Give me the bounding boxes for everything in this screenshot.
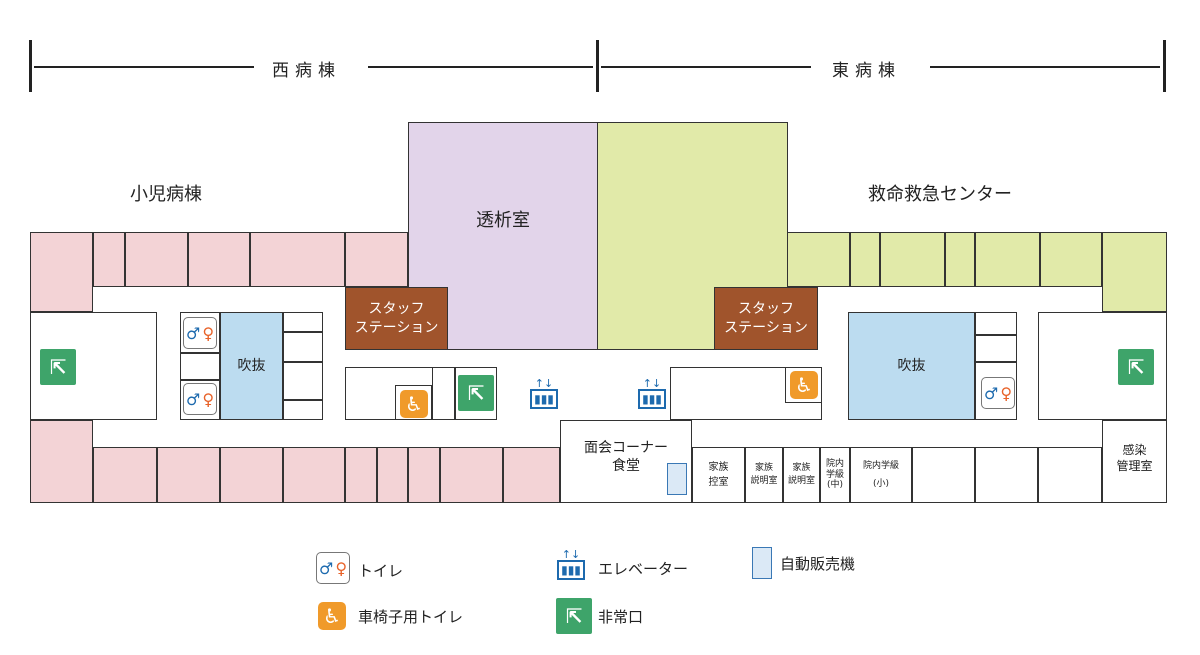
family-explanation-room: 家族 説明室	[745, 447, 783, 503]
room	[1102, 232, 1167, 312]
room	[220, 447, 283, 503]
divider	[29, 40, 32, 92]
room	[345, 447, 377, 503]
east-arrow	[930, 66, 1160, 68]
school-elementary: 院内学級 (小)	[850, 447, 912, 503]
room	[787, 232, 850, 287]
room	[408, 447, 440, 503]
room	[283, 332, 323, 362]
wheelchair-toilet-icon: ♿	[400, 390, 428, 418]
room	[188, 232, 250, 287]
room	[283, 400, 323, 420]
room	[975, 232, 1040, 287]
room	[283, 312, 323, 332]
room	[93, 447, 157, 503]
vending-machine-icon	[752, 547, 772, 579]
elevator-icon: ↑↓▮▮▮	[529, 374, 559, 412]
legend-vending: 自動販売機	[780, 555, 856, 573]
legend-toilet: トイレ	[358, 562, 404, 580]
room	[30, 420, 93, 503]
room	[850, 232, 880, 287]
divider	[596, 40, 599, 92]
room	[157, 447, 220, 503]
room	[945, 232, 975, 287]
toilet-icon: ♂♀	[183, 317, 217, 349]
emergency-exit-icon: ⇱	[556, 598, 592, 634]
elevator-icon: ↑↓▮▮▮	[556, 545, 586, 583]
room	[975, 335, 1017, 362]
west-arrow	[368, 66, 593, 68]
room	[440, 447, 503, 503]
east-wing-label: 東病棟	[832, 61, 901, 81]
room	[1038, 447, 1102, 503]
emergency-exit-icon: ⇱	[1118, 349, 1154, 385]
atrium-west: 吹抜	[220, 312, 283, 420]
west-arrow	[34, 66, 254, 68]
room	[250, 232, 345, 287]
room	[912, 447, 975, 503]
east-arrow	[601, 66, 811, 68]
family-waiting-room: 家族 控室	[692, 447, 745, 503]
family-explanation-room: 家族 説明室	[783, 447, 820, 503]
room	[880, 232, 945, 287]
room	[432, 367, 455, 420]
west-wing-label: 西病棟	[272, 61, 341, 81]
divider	[1163, 40, 1166, 92]
room	[125, 232, 188, 287]
room	[503, 447, 560, 503]
emergency-center-label: 救命救急センター	[868, 184, 1012, 205]
elevator-icon: ↑↓▮▮▮	[637, 374, 667, 412]
toilet-icon: ♂♀	[316, 552, 350, 584]
emergency-exit-icon: ⇱	[40, 349, 76, 385]
room	[975, 447, 1038, 503]
room	[283, 362, 323, 400]
toilet-icon: ♂♀	[183, 383, 217, 415]
room	[180, 353, 220, 380]
legend-emergency-exit: 非常口	[598, 608, 644, 626]
infection-control-room: 感染 管理室	[1102, 420, 1167, 503]
pediatric-ward-label: 小児病棟	[130, 184, 202, 205]
toilet-icon: ♂♀	[981, 377, 1015, 409]
staff-station-east: スタッフ ステーション	[714, 287, 818, 350]
wheelchair-toilet-icon: ♿	[318, 602, 346, 630]
staff-station-west: スタッフ ステーション	[345, 287, 448, 350]
wheelchair-toilet-icon: ♿	[790, 371, 818, 399]
room	[93, 232, 125, 287]
school-middle: 院内 学級 (中)	[820, 447, 850, 503]
vending-machine-icon	[667, 463, 687, 495]
legend-elevator: エレベーター	[598, 560, 689, 578]
atrium-east: 吹抜	[848, 312, 975, 420]
room	[1040, 232, 1102, 287]
emergency-exit-icon: ⇱	[458, 375, 494, 411]
room	[345, 232, 408, 287]
room	[377, 447, 408, 503]
room	[30, 232, 93, 312]
legend-wheelchair-toilet: 車椅子用トイレ	[358, 608, 464, 626]
room	[975, 312, 1017, 335]
room	[283, 447, 345, 503]
